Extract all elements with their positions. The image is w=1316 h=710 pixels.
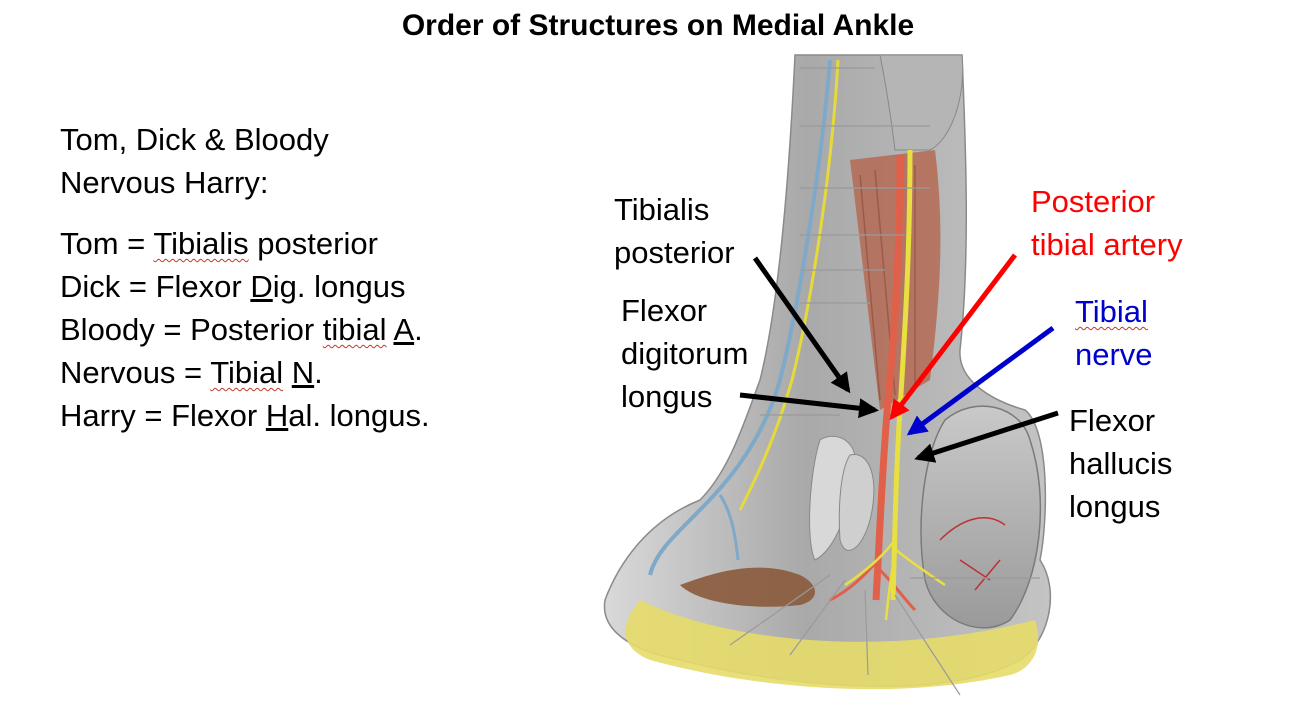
mnemonic-line-harry: Harry = Flexor Hal. longus.: [60, 398, 430, 433]
label-posterior-tibial-artery: Posterior tibial artery: [1031, 184, 1183, 262]
mnemonic-line-bloody: Bloody = Posterior tibial A.: [60, 312, 423, 347]
leader-lines: [729, 67, 1040, 696]
flexor-digitorum-longus-arrow: [739, 392, 879, 419]
mnemonic-text-block: Tom, Dick & Bloody Nervous Harry: Tom = …: [60, 118, 430, 437]
label-tibial-nerve: Tibial nerve: [1075, 294, 1153, 372]
mnemonic-line-nervous: Nervous = Tibial N.: [60, 355, 323, 390]
label-tibialis-posterior: Tibialis posterior: [614, 192, 735, 270]
label-flexor-digitorum-longus: Flexor digitorum longus: [621, 293, 749, 414]
tibial-nerve-arrow: [906, 325, 1055, 436]
saphenous-vein: [648, 59, 832, 576]
tibialis-posterior-arrow: [752, 256, 851, 394]
page-title: Order of Structures on Medial Ankle: [401, 9, 915, 42]
tendon-sheaths: [809, 435, 875, 561]
mnemonic-heading-line-2: Nervous Harry:: [60, 165, 269, 200]
saphenous-nerve: [738, 59, 840, 511]
flexor-hallucis-longus-arrow: [914, 410, 1059, 463]
mnemonic-line-tom: Tom = Tibialis posterior: [60, 226, 378, 261]
posterior-tibial-artery-arrow: [889, 253, 1017, 421]
calcaneus-bone: [920, 405, 1042, 629]
mnemonic-heading-line-1: Tom, Dick & Bloody: [60, 122, 329, 157]
mnemonic-line-dick: Dick = Flexor Dig. longus: [60, 269, 406, 304]
fat-pad-sole: [625, 567, 1039, 690]
label-flexor-hallucis-longus: Flexor hallucis longus: [1069, 403, 1173, 524]
